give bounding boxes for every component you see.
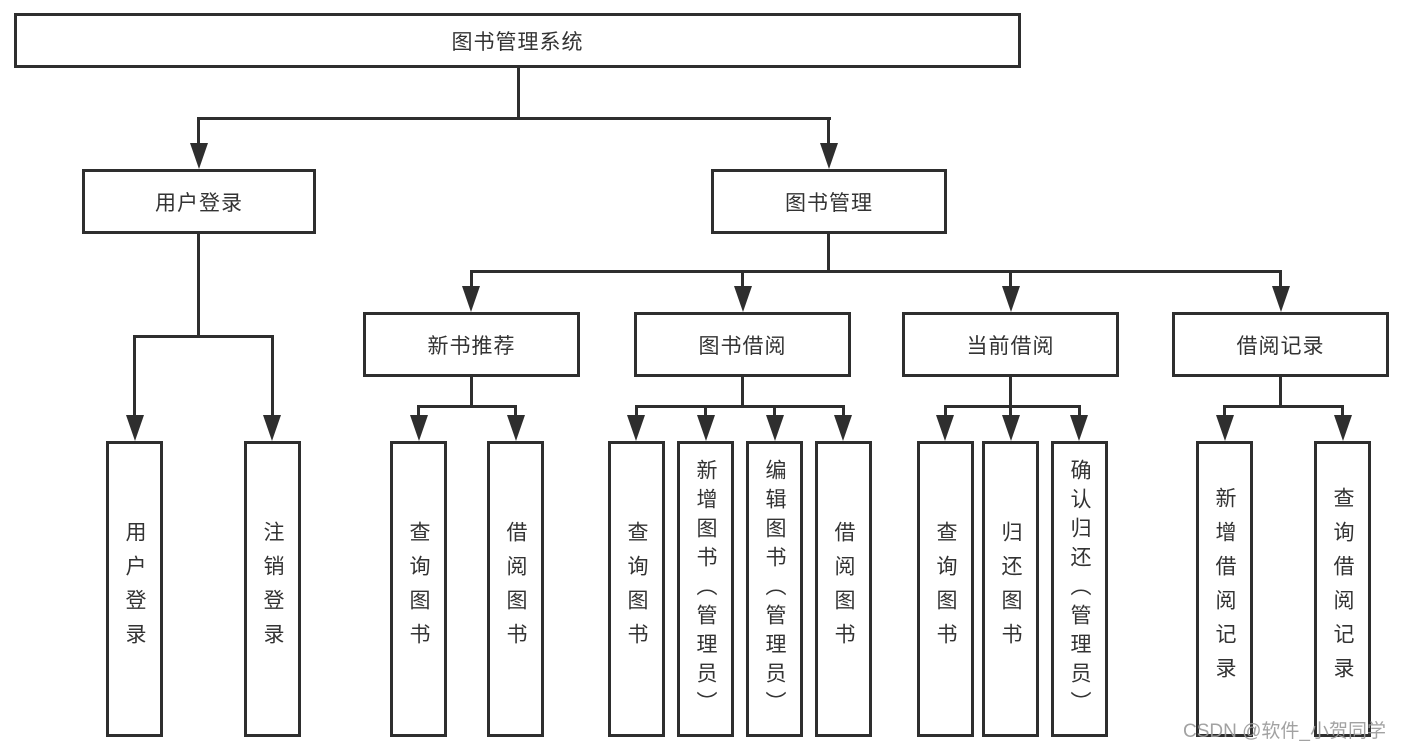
connector-line [827, 234, 830, 273]
connector-line [197, 117, 831, 120]
node-borrow-records: 借阅记录 [1172, 312, 1389, 377]
arrowhead-down-icon [627, 415, 645, 441]
connector-line [842, 407, 845, 416]
leaf-current-return-books: 归还图书 [982, 441, 1039, 737]
leaf-label: 用户登录 [123, 521, 146, 657]
arrowhead-down-icon [1002, 286, 1020, 312]
arrowhead-down-icon [462, 286, 480, 312]
leaf-logout: 注销登录 [244, 441, 301, 737]
node-current-borrow: 当前借阅 [902, 312, 1119, 377]
arrowhead-down-icon [697, 415, 715, 441]
leaf-label: 查询图书 [407, 521, 430, 657]
node-label: 当前借阅 [966, 334, 1055, 358]
connector-line [1223, 407, 1226, 416]
arrowhead-down-icon [766, 415, 784, 441]
node-user-login: 用户登录 [82, 169, 316, 234]
connector-line [1009, 407, 1012, 416]
connector-line [1078, 407, 1081, 416]
connector-line [470, 270, 1282, 273]
arrowhead-down-icon [820, 143, 838, 169]
node-new-book-recommend: 新书推荐 [363, 312, 580, 377]
connector-line [944, 405, 1081, 408]
leaf-newbook-borrow-books: 借阅图书 [487, 441, 544, 737]
connector-line [271, 336, 274, 416]
leaf-label: 借阅图书 [832, 521, 855, 657]
leaf-borrow-borrow-books: 借阅图书 [815, 441, 872, 737]
connector-line [944, 407, 947, 416]
connector-line [417, 405, 517, 408]
arrowhead-down-icon [126, 415, 144, 441]
arrowhead-down-icon [1272, 286, 1290, 312]
leaf-borrow-add-books-admin: 新增图书（管理员） [677, 441, 734, 737]
connector-line [1341, 407, 1344, 416]
connector-line [1223, 405, 1344, 408]
connector-line [741, 272, 744, 287]
node-label: 借阅记录 [1236, 334, 1325, 358]
leaf-borrow-query-books: 查询图书 [608, 441, 665, 737]
arrowhead-down-icon [1216, 415, 1234, 441]
leaf-label: 查询图书 [934, 521, 957, 657]
connector-line [741, 377, 744, 408]
node-label: 图书借阅 [698, 334, 787, 358]
leaf-records-query-record: 查询借阅记录 [1314, 441, 1371, 737]
connector-line [417, 407, 420, 416]
connector-line [1009, 272, 1012, 287]
arrowhead-down-icon [1002, 415, 1020, 441]
arrowhead-down-icon [936, 415, 954, 441]
node-label: 新书推荐 [427, 334, 516, 358]
connector-line [197, 117, 200, 143]
node-label: 图书管理系统 [451, 30, 584, 54]
connector-line [635, 405, 845, 408]
node-root-system: 图书管理系统 [14, 13, 1021, 68]
arrowhead-down-icon [263, 415, 281, 441]
arrowhead-down-icon [734, 286, 752, 312]
node-label: 图书管理 [785, 191, 873, 215]
connector-line [470, 272, 473, 287]
leaf-current-query-books: 查询图书 [917, 441, 974, 737]
arrowhead-down-icon [1070, 415, 1088, 441]
arrowhead-down-icon [834, 415, 852, 441]
leaf-label: 新增图书（管理员） [694, 458, 717, 720]
arrowhead-down-icon [410, 415, 428, 441]
node-book-borrow: 图书借阅 [634, 312, 851, 377]
connector-line [1279, 272, 1282, 287]
leaf-label: 确认归还（管理员） [1068, 458, 1091, 720]
leaf-label: 注销登录 [261, 521, 284, 657]
leaf-newbook-query-books: 查询图书 [390, 441, 447, 737]
leaf-label: 查询图书 [625, 521, 648, 657]
connector-line [514, 407, 517, 416]
leaf-label: 借阅图书 [504, 521, 527, 657]
connector-line [1279, 377, 1282, 408]
leaf-borrow-edit-books-admin: 编辑图书（管理员） [746, 441, 803, 737]
arrowhead-down-icon [190, 143, 208, 169]
csdn-watermark: CSDN @软件_小贺同学 [1183, 721, 1386, 742]
leaf-label: 编辑图书（管理员） [763, 458, 786, 720]
connector-line [133, 335, 274, 338]
leaf-records-add-record: 新增借阅记录 [1196, 441, 1253, 737]
leaf-current-confirm-return-admin: 确认归还（管理员） [1051, 441, 1108, 737]
connector-line [1009, 377, 1012, 408]
node-book-management: 图书管理 [711, 169, 947, 234]
connector-line [517, 68, 520, 120]
node-label: 用户登录 [155, 191, 243, 215]
leaf-label: 归还图书 [999, 521, 1022, 657]
connector-line [133, 336, 136, 416]
connector-line [197, 234, 200, 338]
connector-line [704, 407, 707, 416]
leaf-label: 新增借阅记录 [1213, 487, 1236, 691]
connector-line [635, 407, 638, 416]
leaf-label: 查询借阅记录 [1331, 487, 1354, 691]
leaf-user-login: 用户登录 [106, 441, 163, 737]
connector-line [827, 117, 830, 143]
connector-line [470, 377, 473, 408]
connector-line [773, 407, 776, 416]
arrowhead-down-icon [1334, 415, 1352, 441]
arrowhead-down-icon [507, 415, 525, 441]
